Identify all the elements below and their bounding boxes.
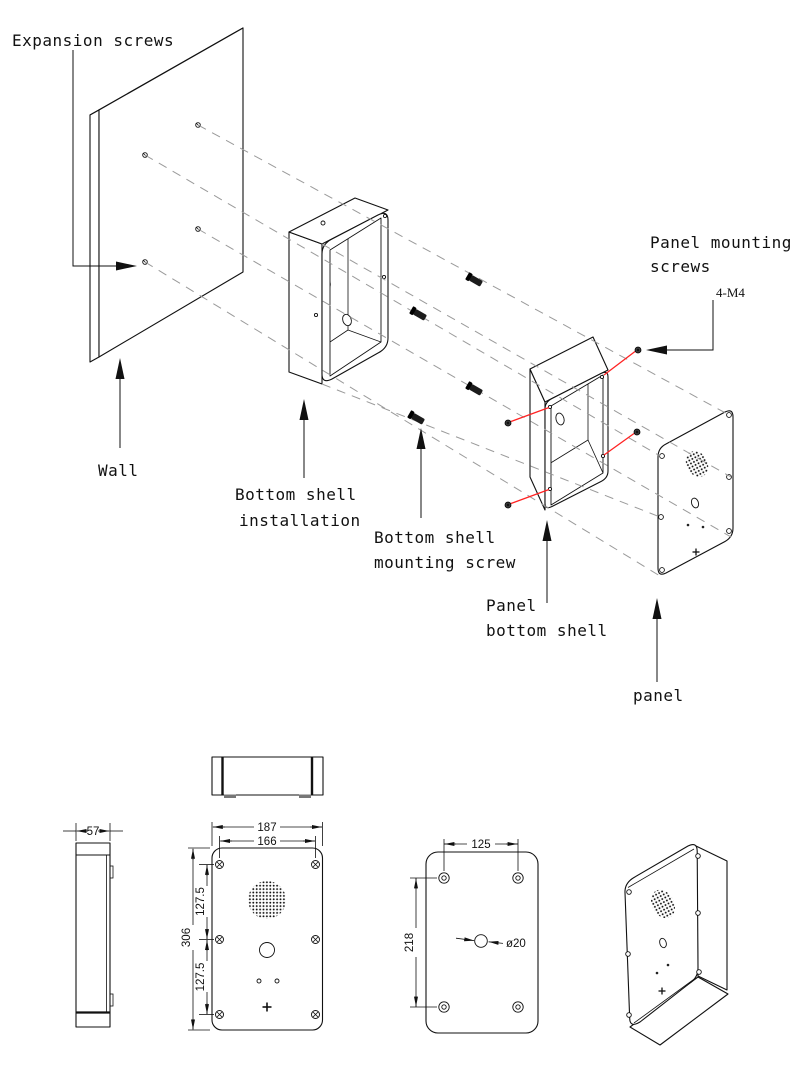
- up-arrow-icon: [542, 520, 552, 541]
- dim-127-5-upper: 127.5: [195, 864, 214, 940]
- wall-label: Wall: [98, 461, 139, 480]
- screw-spec-leader: [646, 300, 714, 355]
- panel-mounting-screws: [504, 346, 642, 509]
- panel-arrow: [652, 598, 662, 682]
- dim-127-5-lower: 127.5: [195, 940, 214, 1015]
- panel-screw-holes: [658, 412, 732, 573]
- isometric-button-hole: [659, 937, 667, 949]
- up-arrow-icon: [416, 428, 426, 449]
- bottom-shell-mounting-screw-arrow: [416, 428, 426, 518]
- panel-bottom-shell-interior: [551, 375, 603, 505]
- bottom-shell-installation-arrow: [299, 399, 309, 478]
- back-view-mounting-holes: [438, 872, 524, 1013]
- dim-166: 166: [219, 836, 316, 858]
- front-lower-hole-spacing-dim: 127.5: [195, 963, 207, 992]
- up-arrow-icon: [299, 399, 309, 420]
- screw-guide-lines-red: [510, 350, 636, 505]
- front-height-dim: 306: [181, 928, 193, 947]
- dim-125: 125: [443, 839, 519, 871]
- front-cross-mark: [262, 1002, 272, 1012]
- dim-187: 187: [211, 822, 323, 846]
- back-center-hole-dim: ø20: [506, 938, 526, 950]
- bottom-shell-interior: [330, 218, 381, 376]
- panel-bottom-shell-label-line1: Panel: [486, 596, 537, 615]
- dim-o20: ø20: [455, 937, 526, 950]
- panel-button-hole: [690, 497, 700, 509]
- bottom-shell-mounting-screw-label-line1: Bottom shell: [374, 528, 496, 547]
- dim-218: 218: [404, 877, 437, 1008]
- panel-drawing: [657, 410, 734, 575]
- front-hole-span-dim: 166: [257, 836, 276, 848]
- wall-drawing: [89, 27, 244, 363]
- panel-mounting-screws-label-line2: screws: [650, 257, 711, 276]
- front-button-hole: [259, 942, 275, 958]
- wall-arrow: [115, 358, 125, 448]
- panel-bottom-shell-arrow: [542, 520, 552, 603]
- up-arrow-icon: [115, 358, 125, 379]
- up-arrow-icon: [652, 598, 662, 619]
- panel-mounting-screws-label-line1: Panel mounting: [650, 233, 792, 252]
- side-view-drawing: 57: [63, 823, 123, 1028]
- screw-spec-label: 4-M4: [716, 285, 745, 300]
- bottom-shell-mounting-screws: [407, 272, 484, 426]
- front-upper-hole-spacing-dim: 127.5: [195, 887, 207, 916]
- top-view-drawing: [211, 756, 324, 798]
- front-view-drawing: 187 166 306 127.5: [181, 822, 324, 1031]
- back-view-drawing: ø20 125 218: [404, 839, 539, 1034]
- dim-57: 57: [63, 823, 123, 841]
- right-arrow-icon: [116, 261, 137, 271]
- front-view-screw-holes: [215, 860, 320, 1019]
- bottom-shell-mounting-screw-label-line2: mounting screw: [374, 553, 516, 572]
- isometric-cross-mark: [658, 987, 666, 995]
- back-center-hole: [474, 934, 488, 948]
- isometric-screw-holes: [625, 853, 702, 1018]
- panel-cross-mark: [692, 548, 700, 556]
- isometric-speaker-grille: [651, 889, 675, 919]
- back-hole-span-width-dim: 125: [471, 839, 490, 851]
- alignment-guide-lines: [144, 124, 732, 577]
- panel-label: panel: [633, 686, 684, 705]
- front-outer-width-dim: 187: [257, 822, 276, 834]
- expansion-screws-label: Expansion screws: [12, 31, 174, 50]
- side-width-dim: 57: [87, 826, 100, 838]
- bottom-shell-installation-label-line2: installation: [239, 511, 361, 530]
- panel-bottom-shell-label-line2: bottom shell: [486, 621, 608, 640]
- isometric-view-drawing: [624, 844, 729, 1046]
- dim-306: 306: [181, 847, 210, 1031]
- front-speaker-grille: [248, 881, 286, 919]
- panel-bottom-shell-drawing: [529, 336, 609, 511]
- left-arrow-icon: [646, 345, 667, 355]
- callouts: [72, 50, 714, 682]
- bottom-shell-installation-label-line1: Bottom shell: [235, 485, 357, 504]
- panel-speaker-grille: [685, 451, 709, 477]
- bottom-shell-drawing: [288, 197, 389, 385]
- expansion-screws-leader: [72, 50, 137, 271]
- back-hole-span-height-dim: 218: [404, 933, 416, 952]
